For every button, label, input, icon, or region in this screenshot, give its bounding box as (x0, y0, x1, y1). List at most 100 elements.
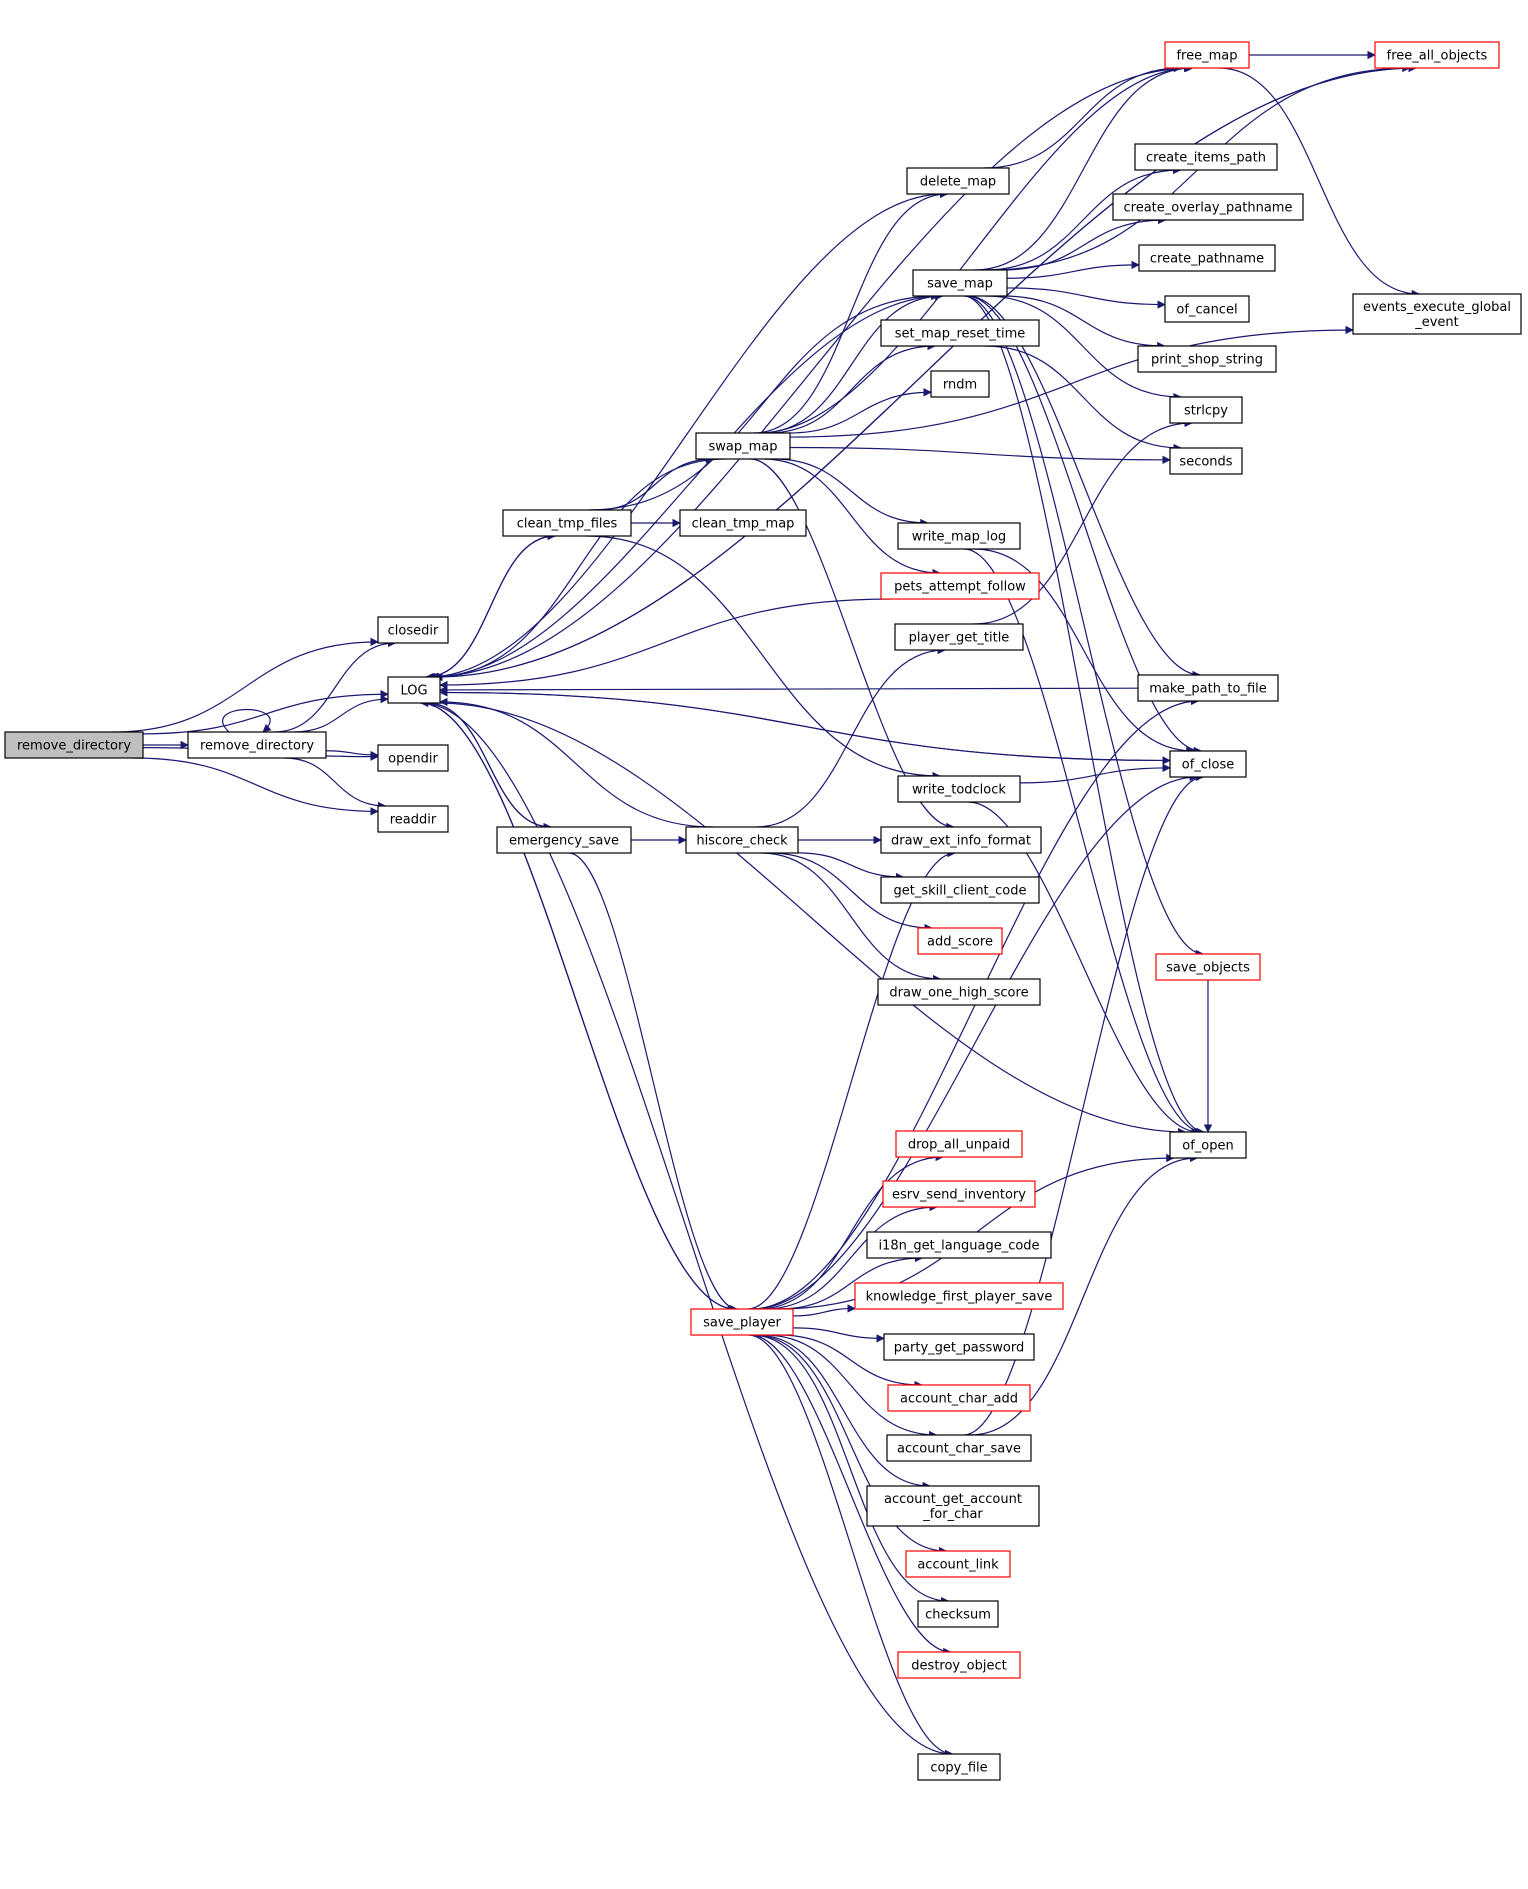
edges-layer (112, 50, 1421, 1759)
edge-remove_directory-to-opendir (325, 750, 379, 760)
node-account-char-add[interactable]: account_char_add (887, 1384, 1031, 1412)
node-box (377, 805, 449, 833)
node-emergency-save[interactable]: emergency_save (496, 826, 632, 854)
node-create-pathname[interactable]: create_pathname (1138, 244, 1276, 272)
node-opendir[interactable]: opendir (377, 744, 449, 772)
node-get-skill-client-code[interactable]: get_skill_client_code (880, 876, 1040, 904)
node-label: save_objects (1166, 961, 1250, 976)
node-label: player_get_title (909, 631, 1010, 646)
node-copy-file[interactable]: copy_file (917, 1753, 1001, 1781)
node-box (887, 1384, 1031, 1412)
node-save-map[interactable]: save_map (912, 269, 1008, 297)
edge-swap_map-to-delete_map (753, 189, 949, 434)
node-hiscore-check[interactable]: hiscore_check (685, 826, 799, 854)
node-esrv-send-inventory[interactable]: esrv_send_inventory (882, 1180, 1036, 1208)
edge-clean_tmp_files-to-save_map (588, 291, 940, 511)
edge-free_map-to-events_execute_global_event (1218, 67, 1421, 299)
node-create-overlay-pathname[interactable]: create_overlay_pathname (1112, 193, 1304, 221)
edge-swap_map-to-free_map (758, 63, 1193, 434)
node-pets-attempt-follow[interactable]: pets_attempt_follow (880, 572, 1040, 600)
edge-LOG-to-of_open (436, 702, 1187, 1137)
node-box (1134, 143, 1278, 171)
node-label: destroy_object (911, 1659, 1006, 1674)
edge-hiscore_check-to-LOG (439, 697, 714, 828)
node-box (880, 876, 1040, 904)
node-save-objects[interactable]: save_objects (1155, 953, 1261, 981)
node-draw-ext-info-format[interactable]: draw_ext_info_format (880, 826, 1042, 854)
node-events-execute-global-event[interactable]: events_execute_global_event (1352, 293, 1522, 335)
edge-swap_map-to-seconds (789, 446, 1171, 465)
node-label: draw_ext_info_format (891, 834, 1031, 849)
node-save-player[interactable]: save_player (690, 1308, 794, 1336)
node-clean-tmp-files[interactable]: clean_tmp_files (502, 509, 632, 537)
edge-save_player-to-account_link (753, 1334, 948, 1556)
node-of-open[interactable]: of_open (1169, 1131, 1247, 1159)
node-delete-map[interactable]: delete_map (906, 167, 1010, 195)
node-print-shop-string[interactable]: print_shop_string (1137, 345, 1277, 373)
node-free-map[interactable]: free_map (1164, 41, 1250, 69)
node-checksum[interactable]: checksum (917, 1600, 999, 1628)
node-account-link[interactable]: account_link (905, 1550, 1011, 1578)
node-clean-tmp-map[interactable]: clean_tmp_map (679, 509, 807, 537)
edge-save_map-to-of_cancel (1006, 287, 1166, 309)
node-party-get-password[interactable]: party_get_password (883, 1333, 1035, 1361)
edge-save_map-to-strlcpy (985, 295, 1182, 402)
node-label: get_skill_client_code (893, 884, 1026, 899)
node-label: save_player (703, 1316, 781, 1331)
node-set-map-reset-time[interactable]: set_map_reset_time (880, 319, 1040, 347)
node-destroy-object[interactable]: destroy_object (897, 1651, 1021, 1679)
node-account-get-account-for-char[interactable]: account_get_account_for_char (866, 1485, 1040, 1527)
node-write-todclock[interactable]: write_todclock (897, 775, 1021, 803)
node-swap-map[interactable]: swap_map (695, 432, 791, 460)
node-label: save_map (927, 277, 993, 292)
edge-save_player-to-checksum (751, 1334, 950, 1606)
node-LOG[interactable]: LOG (387, 676, 441, 704)
node-draw-one-high-score[interactable]: draw_one_high_score (877, 978, 1041, 1006)
edge-remove_directory-to-LOG (294, 694, 389, 733)
edge-save_player-to-drop_all_unpaid (757, 1152, 944, 1310)
node-label: remove_directory (17, 739, 131, 754)
node-box (906, 167, 1010, 195)
node-add-score[interactable]: add_score (917, 927, 1003, 955)
node-remove-directory-root[interactable]: remove_directory (4, 731, 144, 759)
node-of-cancel[interactable]: of_cancel (1164, 295, 1250, 323)
node-label: hiscore_check (696, 834, 788, 849)
node-remove-directory[interactable]: remove_directory (187, 731, 327, 759)
node-strlcpy[interactable]: strlcpy (1169, 396, 1243, 424)
node-box (1352, 293, 1522, 335)
node-make-path-to-file[interactable]: make_path_to_file (1137, 674, 1279, 702)
node-box (886, 1434, 1032, 1462)
node-rndm[interactable]: rndm (930, 370, 990, 398)
node-label: _event (1414, 315, 1459, 330)
node-drop-all-unpaid[interactable]: drop_all_unpaid (895, 1130, 1023, 1158)
node-free-all-objects[interactable]: free_all_objects (1374, 41, 1500, 69)
node-label: create_overlay_pathname (1124, 201, 1293, 216)
node-of-close[interactable]: of_close (1169, 750, 1247, 778)
node-player-get-title[interactable]: player_get_title (894, 623, 1024, 651)
edge-remove_directory-to-readdir (284, 757, 387, 811)
node-box (1137, 674, 1279, 702)
edge-clean_tmp_files-to-write_todclock (586, 535, 941, 781)
edge-set_map_reset_time-to-seconds (984, 345, 1182, 453)
node-account-char-save[interactable]: account_char_save (886, 1434, 1032, 1462)
node-label: esrv_send_inventory (892, 1188, 1026, 1203)
node-box (187, 731, 327, 759)
node-label: LOG (400, 684, 427, 699)
edge-save_map-to-make_path_to_file (967, 295, 1201, 680)
edge-save_map-to-create_items_path (985, 165, 1182, 271)
node-box (880, 826, 1042, 854)
node-readdir[interactable]: readdir (377, 805, 449, 833)
node-closedir[interactable]: closedir (377, 616, 449, 644)
node-box (880, 319, 1040, 347)
node-create-items-path[interactable]: create_items_path (1134, 143, 1278, 171)
edge-hiscore_check-to-draw_one_high_score (760, 852, 942, 984)
node-seconds[interactable]: seconds (1169, 447, 1243, 475)
node-box (894, 623, 1024, 651)
edge-swap_map-to-save_map (760, 291, 944, 434)
edge-clean_tmp_files-to-swap_map (596, 454, 715, 511)
node-box (1112, 193, 1304, 221)
node-write-map-log[interactable]: write_map_log (897, 522, 1021, 550)
node-i18n-get-language-code[interactable]: i18n_get_language_code (866, 1231, 1052, 1259)
node-knowledge-first-player-save[interactable]: knowledge_first_player_save (854, 1282, 1064, 1310)
edge-save_map-to-LOG (430, 295, 943, 682)
